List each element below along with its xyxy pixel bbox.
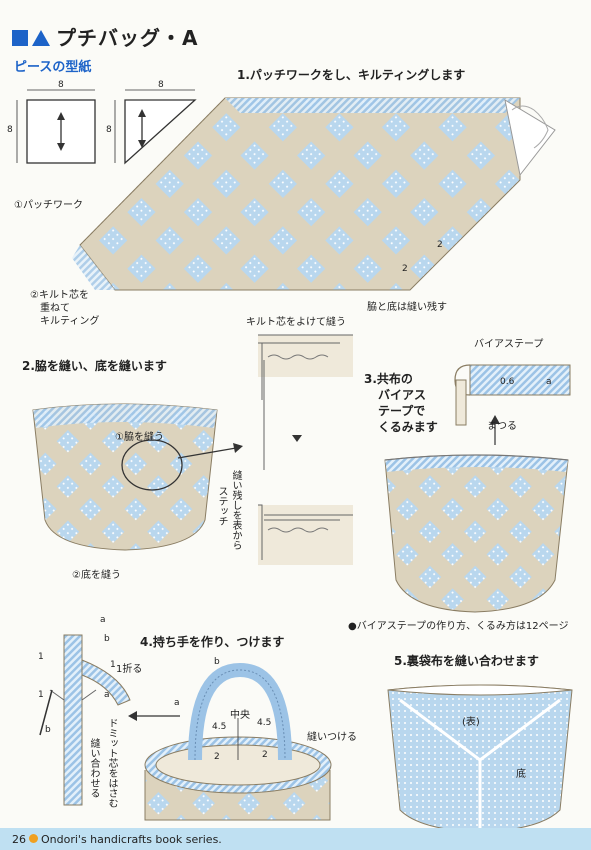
- step3-heading-2: バイアス: [378, 388, 427, 402]
- label-sew-side: ①脇を縫う: [115, 432, 164, 443]
- mark-b2: b: [45, 725, 51, 735]
- mark-a1: a: [100, 615, 106, 625]
- dim-2b: 2: [402, 264, 408, 274]
- label-quilt-1: ②キルト芯を: [30, 290, 89, 301]
- dim-2b-step4: 2: [262, 750, 268, 760]
- mark-b3: b: [214, 657, 220, 667]
- triangle-width: 8: [158, 80, 164, 90]
- label-leave-unsewn: 脇と底は縫い残す: [367, 302, 447, 313]
- triangle-height: 8: [106, 125, 112, 135]
- page-number: 26: [12, 833, 26, 846]
- label-quilt-3: キルティング: [40, 316, 100, 327]
- step2-heading: 2.脇を縫い、底を縫います: [22, 359, 167, 373]
- series-name: Ondori's handicrafts book series.: [41, 833, 222, 846]
- orange-dot-icon: [29, 834, 38, 843]
- mark-b1: b: [104, 634, 110, 644]
- dim-4-5b: 4.5: [257, 718, 272, 728]
- label-quilt-2: 重ねて: [40, 303, 70, 314]
- page-title: プチバッグ・A: [12, 22, 198, 51]
- square-width: 8: [58, 80, 64, 90]
- step3-heading-1: 3.共布の: [364, 372, 413, 386]
- step5-heading: 5.裏袋布を縫い合わせます: [394, 654, 539, 668]
- label-stitch-1: 縫い残しを表から: [230, 470, 241, 550]
- blue-square-icon: [12, 30, 28, 46]
- dim-4-5a: 4.5: [212, 722, 227, 732]
- mark-a2: a: [104, 690, 110, 700]
- label-sew-together: 縫い合わせる: [88, 738, 99, 798]
- page-footer: 26 Ondori's handicrafts book series.: [12, 833, 222, 846]
- handle-detail: [39, 634, 180, 806]
- step4-heading: 4.持ち手を作り、つけます: [140, 635, 285, 649]
- dim-1c: 1: [38, 690, 44, 700]
- bag-body-step2: [32, 403, 243, 551]
- pattern-square-piece: [16, 89, 96, 164]
- label-stitch-2: ステッチ: [216, 486, 227, 526]
- mark-a: a: [546, 377, 552, 387]
- patchwork-strip: [72, 97, 556, 291]
- pattern-heading: ピースの型紙: [14, 60, 92, 75]
- footer-band: [0, 828, 591, 850]
- label-insert-batting: ドミット芯をはさむ: [106, 718, 117, 808]
- bag-body-step3: [384, 415, 569, 613]
- dim-2a: 2: [437, 240, 443, 250]
- bias-tape-detail: [454, 364, 571, 426]
- label-fold: 1折る: [116, 664, 143, 675]
- label-attach: 縫いつける: [307, 732, 357, 743]
- square-height: 8: [7, 125, 13, 135]
- lining-bag: [387, 684, 573, 833]
- seam-detail: [258, 334, 353, 565]
- label-bottom-lining: 底: [516, 769, 526, 780]
- mark-a3: a: [174, 698, 180, 708]
- label-center: 中央: [230, 710, 250, 721]
- pattern-triangle-piece: [114, 89, 197, 165]
- step3-heading-3: テープで: [378, 404, 426, 418]
- bag-with-handle: [144, 662, 332, 821]
- blue-triangle-icon: [32, 30, 50, 46]
- dim-0-6: 0.6: [500, 377, 515, 387]
- label-slipstitch: まつる: [487, 421, 517, 432]
- step3-heading-4: くるみます: [378, 420, 438, 434]
- dim-1b: 1: [110, 660, 116, 670]
- label-bias-tape: バイアステープ: [474, 339, 544, 350]
- step1-heading: 1.パッチワークをし、キルティングします: [237, 68, 466, 82]
- label-front: (表): [462, 717, 480, 728]
- dim-1a: 1: [38, 652, 44, 662]
- bias-tape-note: ●バイアステープの作り方、くるみ方は12ページ: [348, 621, 569, 632]
- label-sew-bottom: ②底を縫う: [72, 570, 121, 581]
- label-avoid-batting: キルト芯をよけて縫う: [246, 317, 346, 328]
- label-patchwork: ①パッチワーク: [14, 200, 83, 211]
- dim-2a-step4: 2: [214, 752, 220, 762]
